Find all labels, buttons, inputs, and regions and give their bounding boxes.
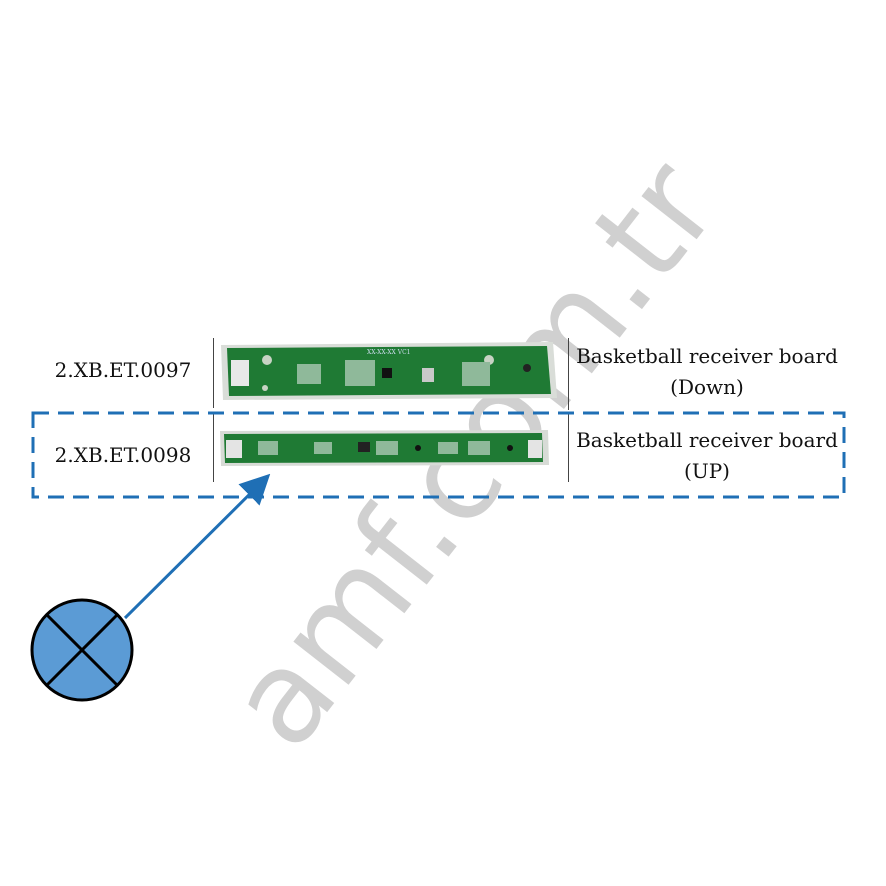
description-up: Basketball receiver board (UP) xyxy=(572,425,842,487)
pointer-arrow xyxy=(123,473,271,620)
highlight-box xyxy=(31,411,846,499)
description-line2: (Down) xyxy=(670,375,744,399)
location-marker-icon xyxy=(30,598,134,702)
description-line1: Basketball receiver board xyxy=(576,428,838,452)
part-number-down: 2.XB.ET.0097 xyxy=(54,358,192,382)
part-number-up: 2.XB.ET.0098 xyxy=(54,443,192,467)
svg-text:XX-XX-XX VC1: XX-XX-XX VC1 xyxy=(367,349,410,356)
column-divider xyxy=(568,412,569,482)
column-divider xyxy=(213,338,214,408)
column-divider xyxy=(213,412,214,482)
description-down: Basketball receiver board (Down) xyxy=(572,341,842,403)
receiver-board-down-image: XX-XX-XX VC1 xyxy=(217,340,557,403)
receiver-board-up-image xyxy=(218,428,550,468)
description-line2: (UP) xyxy=(684,459,730,483)
description-line1: Basketball receiver board xyxy=(576,344,838,368)
column-divider xyxy=(568,338,569,410)
